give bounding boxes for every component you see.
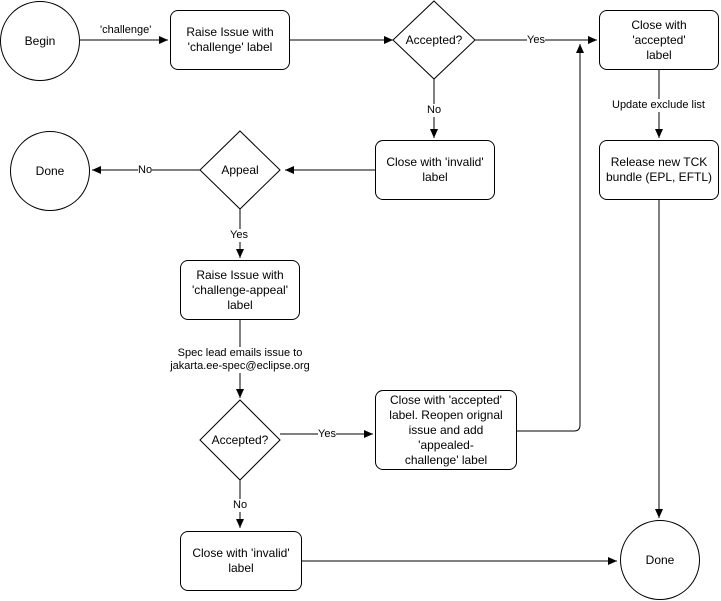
edge-label-no-1: No xyxy=(427,104,442,117)
edge-label-yes-appeal: Yes xyxy=(230,229,248,242)
appeal-diamond xyxy=(199,130,281,210)
done-node-2: Done xyxy=(620,520,700,600)
accepted-diamond-1 xyxy=(392,0,476,80)
release-tck-box: Release new TCK bundle (EPL, EFTL) xyxy=(599,140,719,200)
raise-appeal-box: Raise Issue with 'challenge-appeal' labe… xyxy=(180,260,300,320)
edge-label-spec-lead: Spec lead emails issue to jakarta.ee-spe… xyxy=(167,347,313,373)
edge-label-yes-2: Yes xyxy=(318,428,336,441)
close-accepted-box-1: Close with 'accepted' label xyxy=(599,10,719,70)
edge-label-no-appeal: No xyxy=(138,164,153,177)
close-accepted-box-2: Close with 'accepted' label. Reopen orig… xyxy=(375,390,517,470)
close-invalid-box-1: Close with 'invalid' label xyxy=(375,140,495,200)
raise-challenge-box: Raise Issue with 'challenge' label xyxy=(170,10,290,70)
edge-label-update-exclude: Update exclude list xyxy=(612,99,705,112)
edge-appealed-to-accepted xyxy=(517,44,584,432)
edge-label-yes-1: Yes xyxy=(527,34,545,47)
edge-label-challenge: 'challenge' xyxy=(100,24,152,37)
edge-label-no-2: No xyxy=(233,499,248,512)
close-invalid-box-2: Close with 'invalid' label xyxy=(180,531,302,591)
done-node-1: Done xyxy=(10,131,90,211)
begin-node: Begin xyxy=(0,1,80,81)
accepted-diamond-2 xyxy=(199,399,281,481)
